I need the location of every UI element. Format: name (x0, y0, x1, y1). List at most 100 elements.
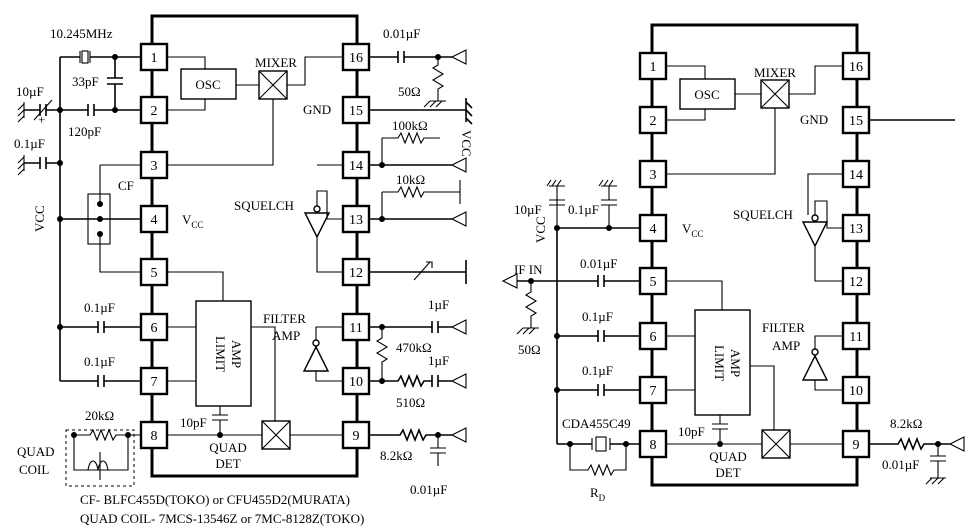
left-quad-coil-box (65, 429, 135, 487)
right-pin-2: 2 (650, 114, 657, 129)
right-01uf-7-label: 0.1µF (582, 363, 613, 378)
right-01uf-4-label: 0.1µF (568, 202, 599, 217)
left-001uf-9-label: 0.01µF (410, 482, 447, 497)
svg-text:+: + (38, 112, 45, 127)
left-pin-1: 1 (151, 51, 158, 66)
left-quad-label: QUAD (209, 440, 247, 455)
right-82k-label: 8.2kΩ (890, 416, 922, 431)
left-cf-label: CF (118, 178, 134, 193)
left-squelch-buffer (303, 212, 331, 239)
left-pin-15: 15 (349, 104, 363, 119)
left-cf-component (87, 193, 111, 245)
right-filter-amp-label: AMP (772, 338, 800, 353)
left-schematic: 1 2 3 4 5 6 7 8 16 15 14 13 12 11 10 9 (14, 14, 474, 526)
right-pin-14: 14 (849, 168, 863, 183)
right-if-in-label: IF IN (514, 262, 543, 277)
right-osc-block (679, 78, 736, 110)
right-cda-label: CDA455C49 (562, 416, 631, 431)
right-pin-9: 9 (853, 438, 860, 453)
left-squelch-label: SQUELCH (234, 198, 294, 213)
left-82k-label: 8.2kΩ (380, 448, 412, 463)
right-pin-8: 8 (650, 438, 657, 453)
right-pin-12: 12 (849, 275, 863, 290)
left-pin-10: 10 (349, 375, 363, 390)
left-pin-13: 13 (349, 213, 363, 228)
left-120pf-label: 120pF (68, 124, 101, 139)
left-10pf-label: 10pF (180, 415, 207, 430)
right-quad-label: QUAD (709, 449, 747, 464)
left-vcc-rail-label: VCC (32, 205, 47, 232)
left-xtal-label: 10.245MHz (50, 26, 113, 41)
right-10pf-label: 10pF (678, 424, 705, 439)
left-pin-16: 16 (349, 51, 363, 66)
left-pin-11: 11 (349, 321, 362, 336)
right-squelch-buffer (801, 221, 829, 248)
left-pin-5: 5 (151, 266, 158, 281)
left-10k-label: 10kΩ (396, 172, 425, 187)
right-vcc-pin-label: VCC (682, 221, 703, 239)
right-pin-13: 13 (849, 222, 863, 237)
right-rd-label: RD (590, 485, 606, 503)
left-01uf-7-label: 0.1µF (84, 354, 115, 369)
right-squelch-label: SQUELCH (733, 207, 793, 222)
right-det-label: DET (715, 465, 740, 480)
left-01uf-top-label: 0.1µF (14, 136, 45, 151)
right-vcc-rail-label: VCC (533, 216, 548, 243)
left-pin-3: 3 (151, 159, 158, 174)
left-pin-14: 14 (349, 159, 363, 174)
right-pin-10: 10 (849, 384, 863, 399)
left-470k-label: 470kΩ (396, 340, 432, 355)
right-pin-4: 4 (650, 222, 657, 237)
left-filter-amp-label: AMP (272, 328, 300, 343)
left-pin-12: 12 (349, 266, 363, 281)
right-schematic: 1 2 3 4 5 6 7 8 16 15 14 13 12 11 10 9 (501, 23, 965, 503)
left-quad-coil-label-1: QUAD (17, 444, 55, 459)
right-limit-amp-block (694, 309, 751, 416)
left-10uf-label: 10µF (16, 84, 44, 99)
right-mixer-label: MIXER (754, 65, 796, 80)
left-510-label: 510Ω (396, 395, 425, 410)
left-pin-9: 9 (353, 429, 360, 444)
right-pin-5: 5 (650, 275, 657, 290)
left-1uf-a-label: 1µF (428, 297, 449, 312)
right-pins-right: 16 15 14 13 12 11 10 9 (841, 51, 871, 459)
left-vcc-pin-label: VCC (182, 212, 203, 230)
right-limit-label: LIMIT (712, 345, 727, 381)
left-pin-4: 4 (151, 213, 158, 228)
right-gnd-label: GND (800, 112, 828, 127)
right-pin-1: 1 (650, 60, 657, 75)
right-pin-6: 6 (650, 330, 657, 345)
right-pins-left: 1 2 3 4 5 6 7 8 (638, 51, 668, 459)
left-001uf-16-label: 0.01µF (383, 26, 420, 41)
left-quad-coil-label-2: COIL (19, 462, 49, 477)
right-pin-11: 11 (849, 330, 862, 345)
left-osc-block (180, 68, 237, 100)
right-pin-7: 7 (650, 384, 657, 399)
right-001uf-9-label: 0.01µF (882, 457, 919, 472)
left-mixer-label: MIXER (255, 55, 297, 70)
right-01uf-6-label: 0.1µF (582, 309, 613, 324)
left-33pf-label: 33pF (72, 74, 99, 89)
left-limit-amp-label: AMP (229, 340, 244, 368)
right-filter-label: FILTER (762, 320, 805, 335)
right-50ohm-label: 50Ω (518, 342, 541, 357)
left-pin-2: 2 (151, 104, 158, 119)
right-pin-15: 15 (849, 114, 863, 129)
left-pin-8: 8 (151, 429, 158, 444)
left-note-cf: CF- BLFC455D(TOKO) or CFU455D2(MURATA) (80, 492, 350, 507)
left-gnd-label: GND (303, 102, 331, 117)
left-50ohm-label: 50Ω (398, 84, 421, 99)
right-osc-label: OSC (694, 87, 719, 102)
left-limit-label: LIMIT (213, 336, 228, 372)
right-001uf-5-label: 0.01µF (580, 256, 617, 271)
left-pin-6: 6 (151, 321, 158, 336)
left-note-quad-coil: QUAD COIL- 7MCS-13546Z or 7MC-8128Z(TOKO… (80, 511, 364, 526)
right-limit-amp-label: AMP (728, 349, 743, 377)
left-vcc-right-label: VCC (459, 130, 474, 157)
right-pin-16: 16 (849, 60, 863, 75)
left-det-label: DET (215, 456, 240, 471)
left-filter-label: FILTER (263, 311, 306, 326)
left-1uf-b-label: 1µF (428, 353, 449, 368)
left-osc-label: OSC (195, 77, 220, 92)
